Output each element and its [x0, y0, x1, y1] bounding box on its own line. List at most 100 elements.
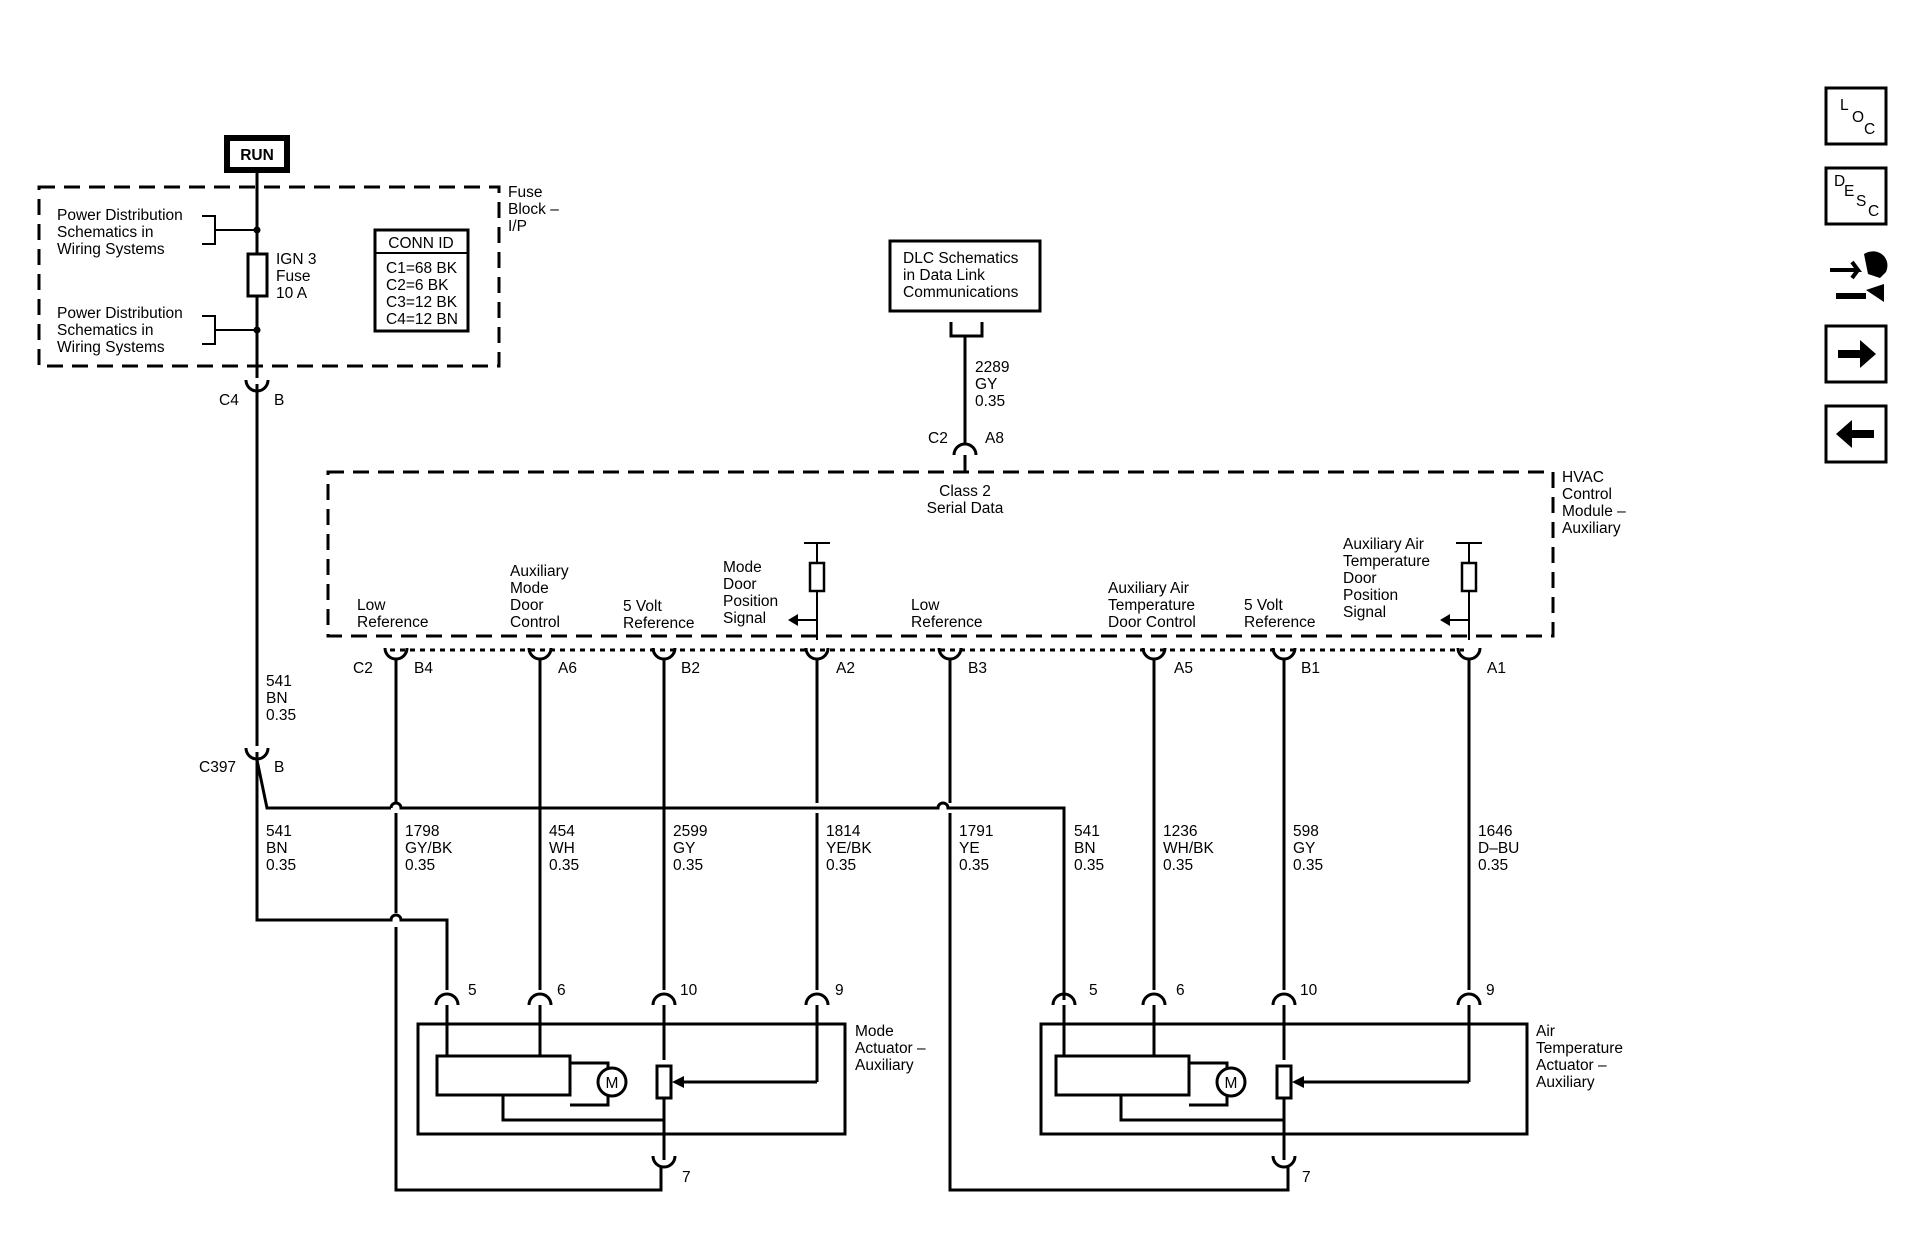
wire-color: D–BU [1478, 840, 1519, 857]
hvac-title-2: Control [1562, 486, 1612, 503]
wire-gauge: 0.35 [959, 857, 989, 874]
hvac-control-module-auxiliary [326, 470, 1555, 638]
terminal-label: Auxiliary Air [1108, 580, 1189, 597]
terminal-label: Low [911, 597, 940, 614]
pin-label: 5 [1089, 982, 1098, 999]
wire-color: BN [1074, 840, 1096, 857]
mode-driver-block [435, 1054, 572, 1097]
pin-label: B3 [968, 660, 987, 677]
next-arrow-icon[interactable] [1824, 324, 1888, 384]
air-actuator-title: Air [1536, 1023, 1555, 1040]
mode-actuator-title: Auxiliary [855, 1057, 914, 1074]
loc-letter: L [1840, 97, 1849, 114]
position-sensor [1275, 1064, 1293, 1100]
wire-circuit: 1236 [1163, 823, 1197, 840]
pin-label: A1 [1487, 660, 1506, 677]
previous-arrow-icon[interactable] [1824, 404, 1888, 464]
desc-letter: S [1856, 193, 1866, 210]
wire-gauge: 0.35 [1163, 857, 1193, 874]
wire-circuit: 598 [1293, 823, 1319, 840]
fuse-label-1: IGN 3 [276, 251, 316, 268]
terminal-label: 5 Volt [1244, 597, 1283, 614]
terminal-label: Temperature [1108, 597, 1195, 614]
mode-door-position-pullup [788, 542, 830, 640]
terminal-label: Reference [357, 614, 429, 631]
wire-circuit: 541 [266, 673, 292, 690]
pin-label: 7 [1302, 1169, 1311, 1186]
terminal-label: Position [723, 593, 778, 610]
power-dist-lower-1: Power Distribution [57, 305, 183, 322]
run-label-box: RUN [224, 135, 290, 173]
desc-letter: E [1844, 183, 1854, 200]
pin-label: B4 [414, 660, 433, 677]
air-actuator-title: Temperature [1536, 1040, 1623, 1057]
loc-button[interactable]: L O C [1824, 86, 1888, 146]
wire-color: YE [959, 840, 980, 857]
c4-connector: C4 [219, 392, 239, 409]
wire-gauge: 0.35 [266, 707, 296, 724]
wire-gauge: 0.35 [975, 393, 1005, 410]
terminal-label: Auxiliary Air [1343, 536, 1424, 553]
terminal-label: Mode [723, 559, 762, 576]
power-dist-lower-3: Wiring Systems [57, 339, 165, 356]
conn-id-row: C4=12 BN [386, 311, 458, 328]
terminal-label: Reference [911, 614, 983, 631]
fuse-block-title-2: Block – [508, 201, 559, 218]
terminal-label: Low [357, 597, 386, 614]
loc-letter: O [1852, 109, 1864, 126]
wire-gauge: 0.35 [1478, 857, 1508, 874]
wire-circuit: 2289 [975, 359, 1009, 376]
hvac-title-4: Auxiliary [1562, 520, 1621, 537]
power-dist-lower-2: Schematics in [57, 322, 153, 339]
wire-color: YE/BK [826, 840, 872, 857]
dlc-box [888, 239, 1042, 313]
air-actuator-title: Actuator – [1536, 1057, 1607, 1074]
air-actuator-title: Auxiliary [1536, 1074, 1595, 1091]
wire-color: GY/BK [405, 840, 453, 857]
terminal-label: Signal [1343, 604, 1386, 621]
terminal-label: Door [723, 576, 757, 593]
conn-id-row: C3=12 BK [386, 294, 458, 311]
wire-circuit: 2599 [673, 823, 707, 840]
pin-label: 5 [468, 982, 477, 999]
conn-id-row: C2=6 BK [386, 277, 449, 294]
fuse-label-3: 10 A [276, 285, 308, 302]
terminal-label: Position [1343, 587, 1398, 604]
mode-actuator-title: Mode [855, 1023, 894, 1040]
air-driver-block [1054, 1054, 1191, 1097]
wire-color: GY [975, 376, 997, 393]
class2-label-1: Class 2 [939, 483, 991, 500]
desc-letter: D [1834, 173, 1845, 190]
dlc-connector: C2 [928, 430, 948, 447]
terminal-label: Temperature [1343, 553, 1430, 570]
wire-circuit: 541 [1074, 823, 1100, 840]
conn-id-row: C1=68 BK [386, 260, 458, 277]
wire-color: BN [266, 840, 288, 857]
pin-label: 6 [557, 982, 566, 999]
diagnostic-tools-icon[interactable] [1830, 251, 1888, 302]
desc-button[interactable]: D E S C [1824, 166, 1888, 226]
air-temperature-actuator-auxiliary: Air Temperature Actuator – Auxiliary 5 6… [1039, 982, 1623, 1186]
dlc-pin: A8 [985, 430, 1004, 447]
pin-label: A2 [836, 660, 855, 677]
terminal-label: Door Control [1108, 614, 1196, 631]
hvac-title-1: HVAC [1562, 469, 1604, 486]
dlc-connector-pin [952, 442, 978, 456]
pin-label: B2 [681, 660, 700, 677]
c397-connector: C397 [199, 759, 236, 776]
motor-label: M [606, 1075, 619, 1092]
wire-color: GY [673, 840, 695, 857]
c2-connector: C2 [353, 660, 373, 677]
pin-label: 9 [835, 982, 844, 999]
wire-gauge: 0.35 [405, 857, 435, 874]
wire-circuit: 541 [266, 823, 292, 840]
c397-pin: B [274, 759, 284, 776]
wire-labels: 1798 GY/BK 0.35 454 WH 0.35 2599 GY 0.35… [405, 823, 1519, 874]
terminal-label: Mode [510, 580, 549, 597]
terminal-pins: B4 A6 B2 A2 B3 A5 B1 A1 [383, 647, 1506, 677]
motor-icon [1215, 1066, 1247, 1098]
power-dist-upper-3: Wiring Systems [57, 241, 165, 258]
terminal-label: Control [510, 614, 560, 631]
dlc-text-1: DLC Schematics [903, 250, 1019, 267]
dlc-text-3: Communications [903, 284, 1019, 301]
